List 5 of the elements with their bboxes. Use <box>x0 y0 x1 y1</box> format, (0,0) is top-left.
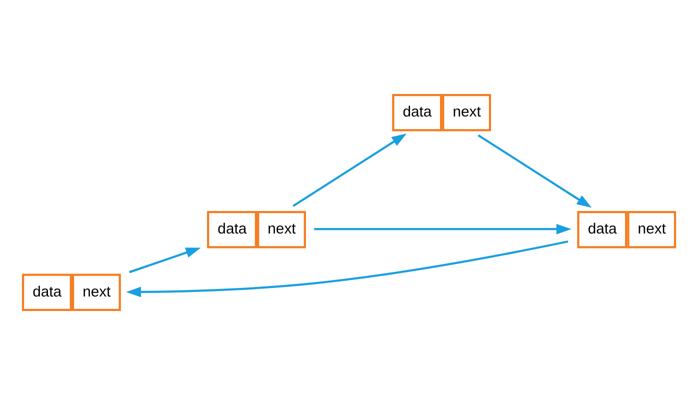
arrow <box>478 134 592 208</box>
arrow <box>292 132 407 206</box>
arrow <box>126 240 568 297</box>
arrow <box>314 223 572 234</box>
arrow <box>129 247 201 273</box>
